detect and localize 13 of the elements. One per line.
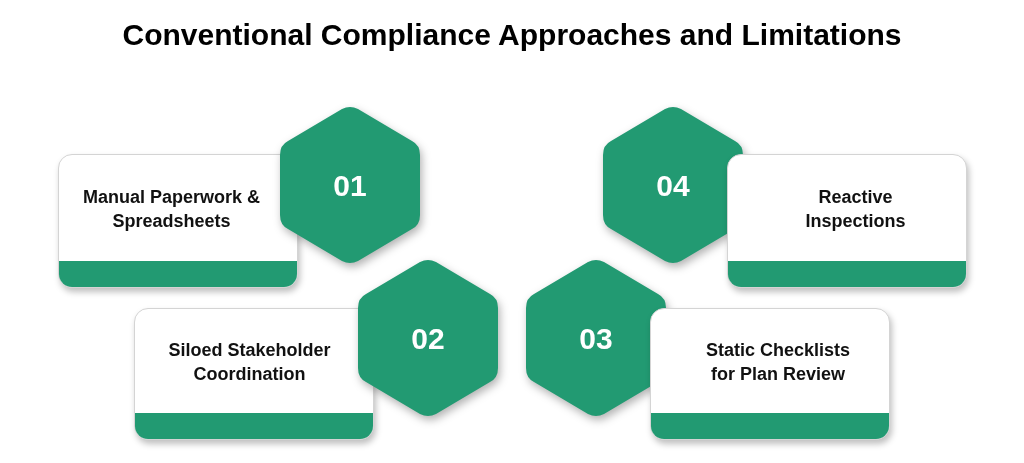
card [58, 154, 298, 288]
step-number: 01 [333, 167, 367, 204]
step-number: 04 [656, 167, 690, 204]
card [727, 154, 967, 288]
card-text: Siloed Stakeholder Coordination [167, 339, 332, 386]
card [134, 308, 374, 440]
card [650, 308, 890, 440]
card-text: Manual Paperwork & Spreadsheets [81, 186, 261, 233]
card-text: Reactive Inspections [804, 186, 907, 233]
step-number: 02 [411, 320, 445, 357]
step-number: 03 [579, 320, 613, 357]
title: Conventional Compliance Approaches and Limitations [121, 17, 903, 53]
card-text: Static Checklists for Plan Review [704, 339, 852, 386]
